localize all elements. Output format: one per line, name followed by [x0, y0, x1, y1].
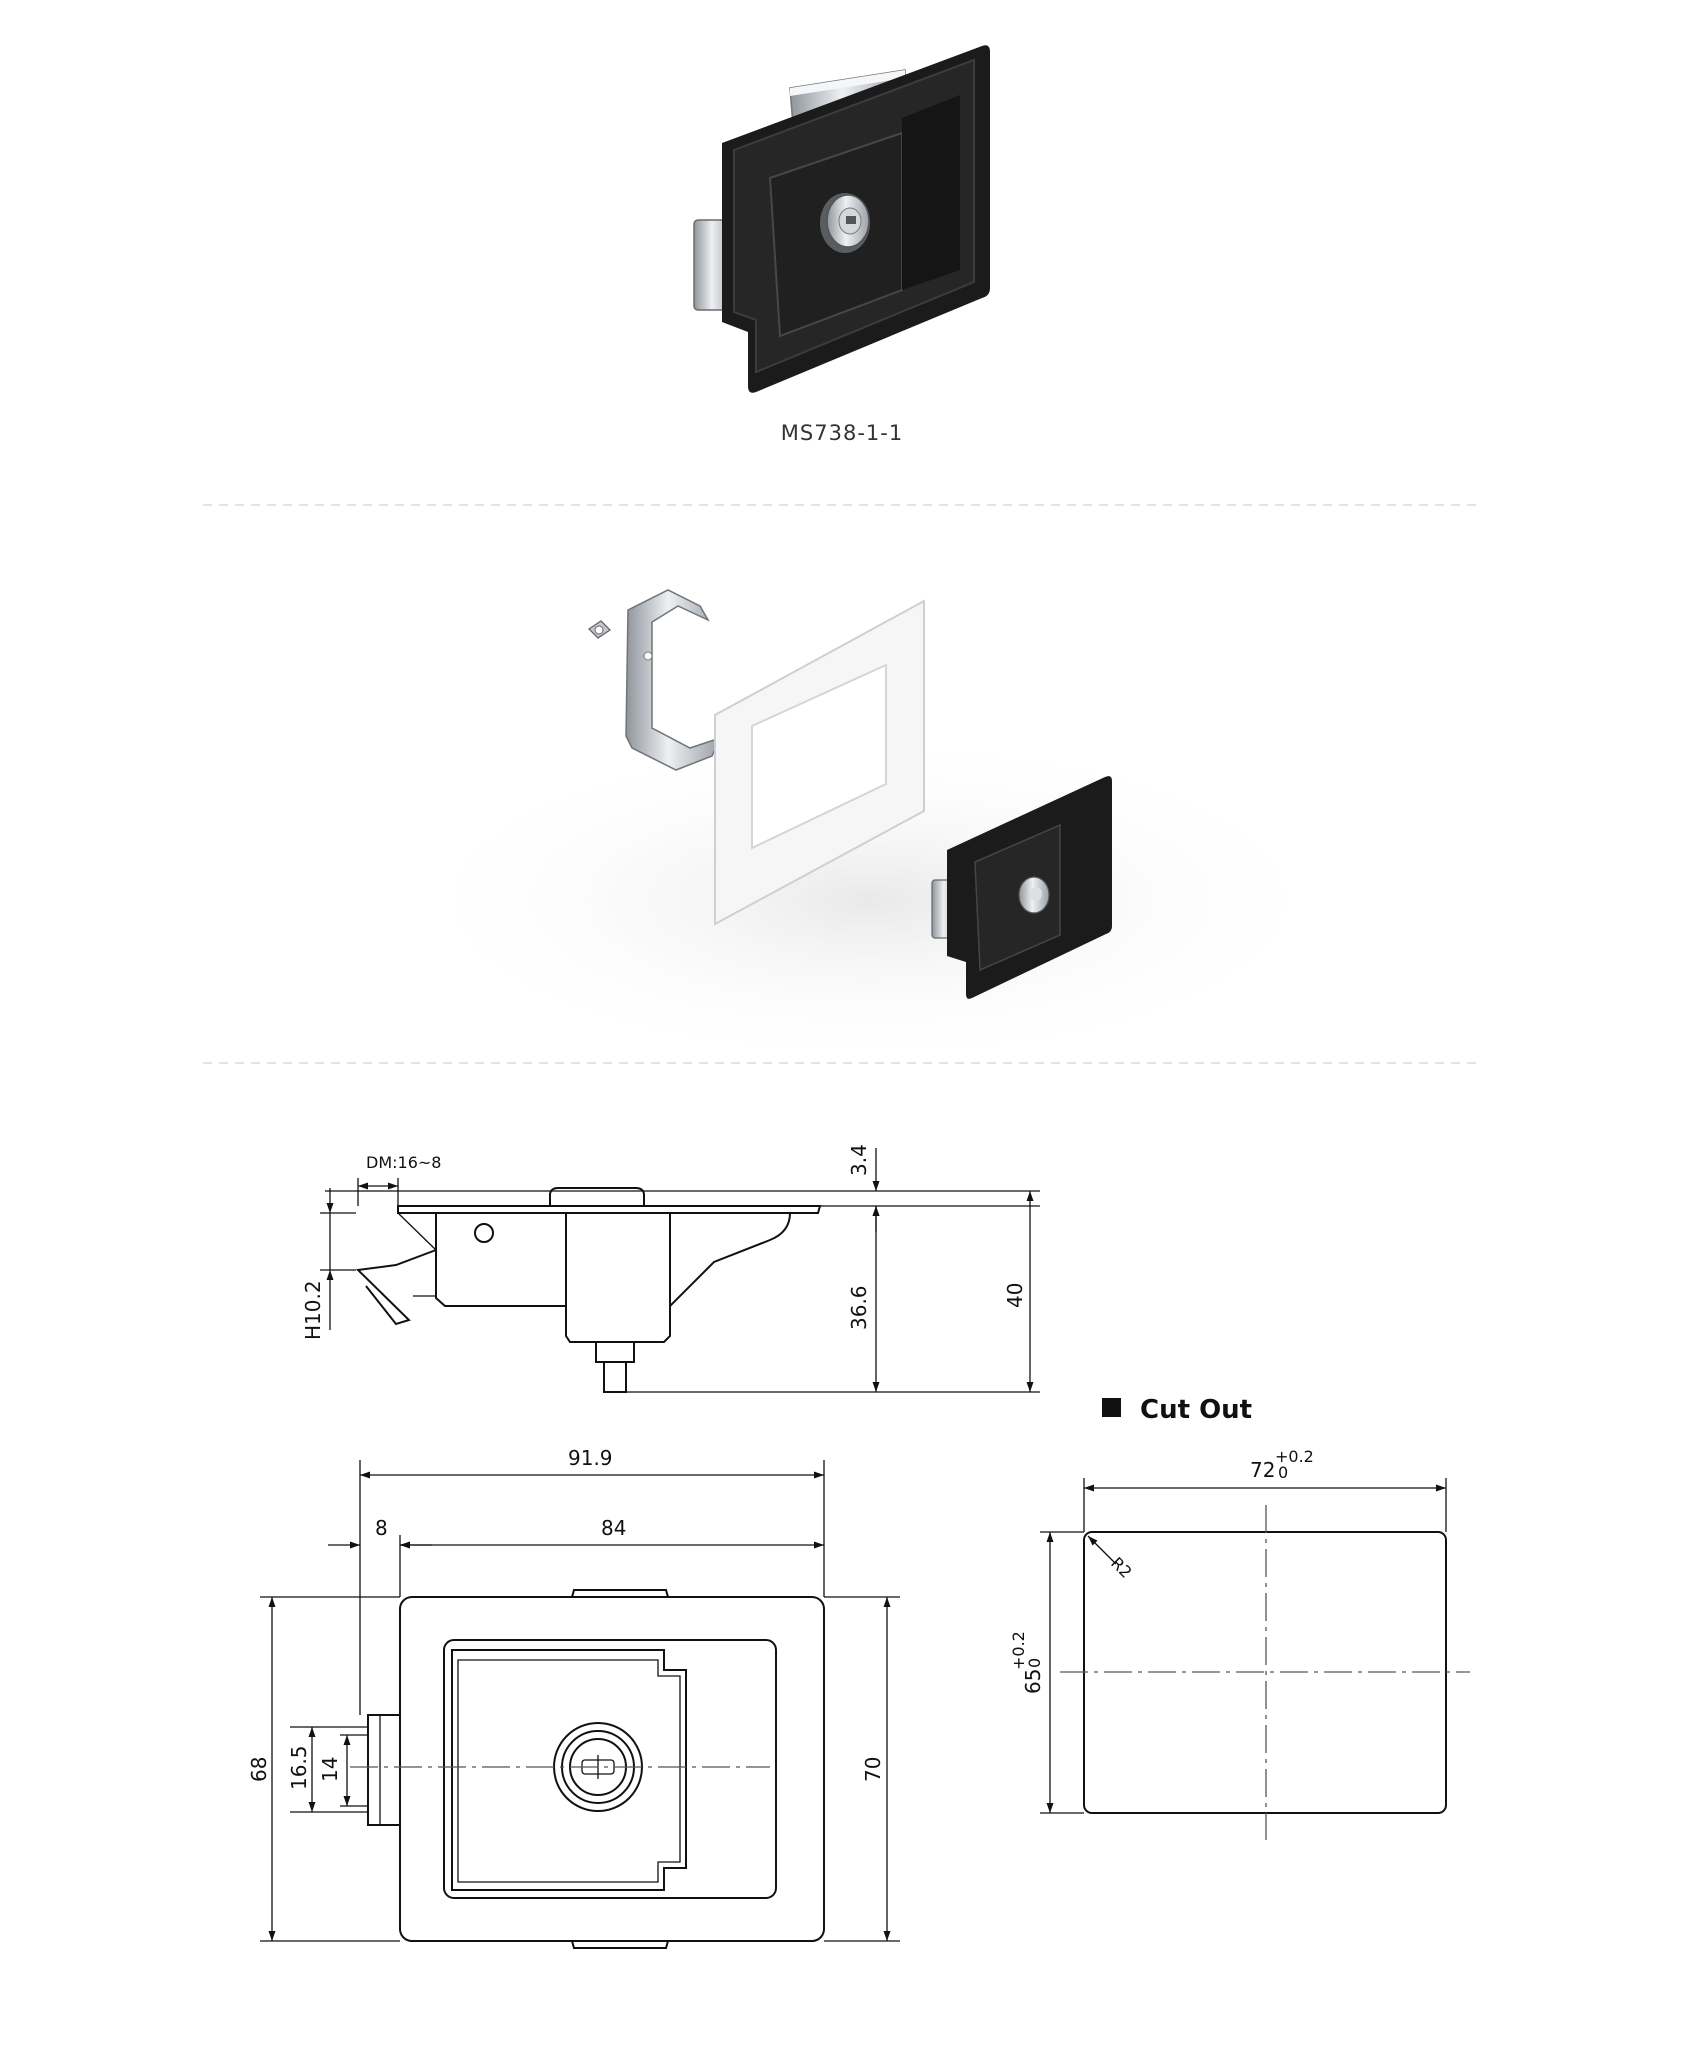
dim-8: 8: [375, 1516, 388, 1540]
dim-cut-height-tol-low: 0: [1025, 1658, 1044, 1668]
dim-h10-2: H10.2: [301, 1280, 325, 1340]
exploded-view: [400, 589, 1340, 1070]
dim-corner-radius: R2: [1107, 1553, 1135, 1581]
front-view-drawing: 91.9 8 84 68 16.5 14 70: [247, 1446, 900, 1949]
dim-3-4: 3.4: [847, 1144, 871, 1176]
product-render: [693, 45, 990, 393]
dim-14: 14: [318, 1757, 342, 1782]
dim-84: 84: [601, 1516, 626, 1540]
cut-out-bullet: [1102, 1398, 1121, 1417]
dim-68: 68: [247, 1757, 271, 1782]
cut-out-section: Cut Out 72 +0.2 0 65 +0.2 0 R2: [1009, 1395, 1470, 1840]
dim-cut-height: 65: [1021, 1669, 1045, 1694]
side-view-drawing: DM:16~8 3.4 36.6 40 H10.2: [301, 1144, 1040, 1393]
dim-70: 70: [861, 1757, 885, 1782]
dim-dm-label: DM:16~8: [366, 1153, 441, 1172]
dim-cut-width-tol-low: 0: [1278, 1463, 1288, 1482]
model-caption: MS738-1-1: [780, 421, 904, 445]
dim-36-6: 36.6: [847, 1285, 871, 1330]
dim-cut-height-tol-up: +0.2: [1009, 1631, 1028, 1670]
dim-cut-width-tol-up: +0.2: [1275, 1447, 1314, 1466]
dim-cut-width: 72: [1250, 1458, 1275, 1482]
cut-out-title: Cut Out: [1140, 1395, 1252, 1425]
dim-16-5: 16.5: [287, 1745, 311, 1790]
dim-40: 40: [1003, 1283, 1027, 1308]
dim-91-9: 91.9: [568, 1446, 613, 1470]
